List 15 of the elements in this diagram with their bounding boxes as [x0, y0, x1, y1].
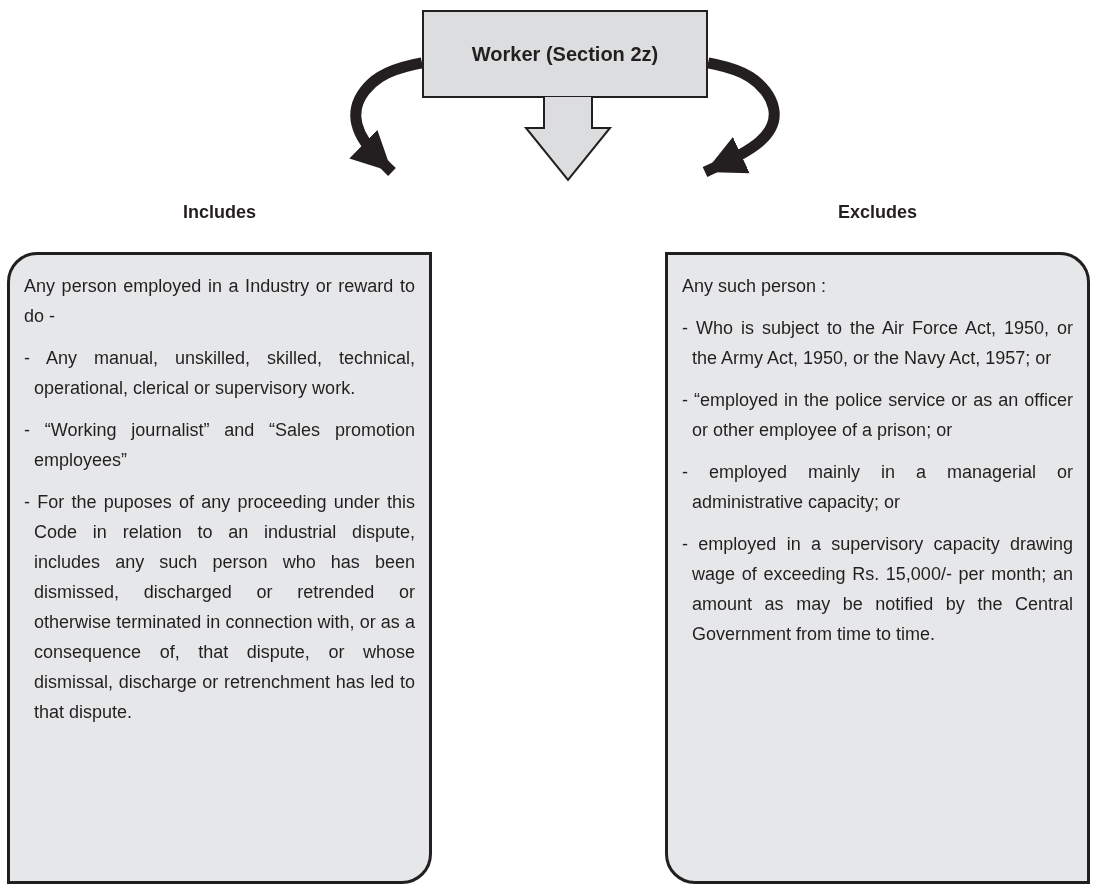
- column-heading: Includes: [182, 202, 257, 223]
- curved-arrow: [349, 57, 424, 176]
- column-heading: Excludes: [836, 202, 918, 223]
- paragraph-text: Any such person :: [682, 275, 828, 298]
- paragraph-text: - “Working journalist” and “Sales promotion employees”: [24, 419, 415, 472]
- paragraph-text: - employed mainly in a managerial or administrative capacity; or: [682, 461, 1073, 514]
- curved-arrow: [702, 57, 780, 177]
- paragraph-text: - “employed in the police service or as an officer or other employee of a prison; or: [682, 389, 1073, 442]
- paragraph-text: - For the puposes of any proceeding under this Code in relation to an industrial dispute, includes any such person who has been dismissed, discharged or retrended or otherwise terminated in connection with, or as a consequence of, that dispute, or whose dismissal, discharge or retrenchment has led to that dispute.: [24, 491, 415, 724]
- paragraph-text: - employed in a supervisory capacity drawing wage of exceeding Rs. 15,000/- per month; an amount as may be notified by the Central Government from time to time.: [682, 533, 1073, 646]
- paragraph-text: - Any manual, unskilled, skilled, technical, operational, clerical or supervisory work.: [24, 347, 415, 400]
- title-text: Worker (Section 2z): [471, 42, 659, 66]
- paragraph-text: - Who is subject to the Air Force Act, 1950, or the Army Act, 1950, or the Navy Act, 1957; or: [682, 317, 1073, 370]
- paragraph-text: Any person employed in a Industry or reward to do -: [24, 275, 415, 328]
- block-arrow: [523, 96, 613, 182]
